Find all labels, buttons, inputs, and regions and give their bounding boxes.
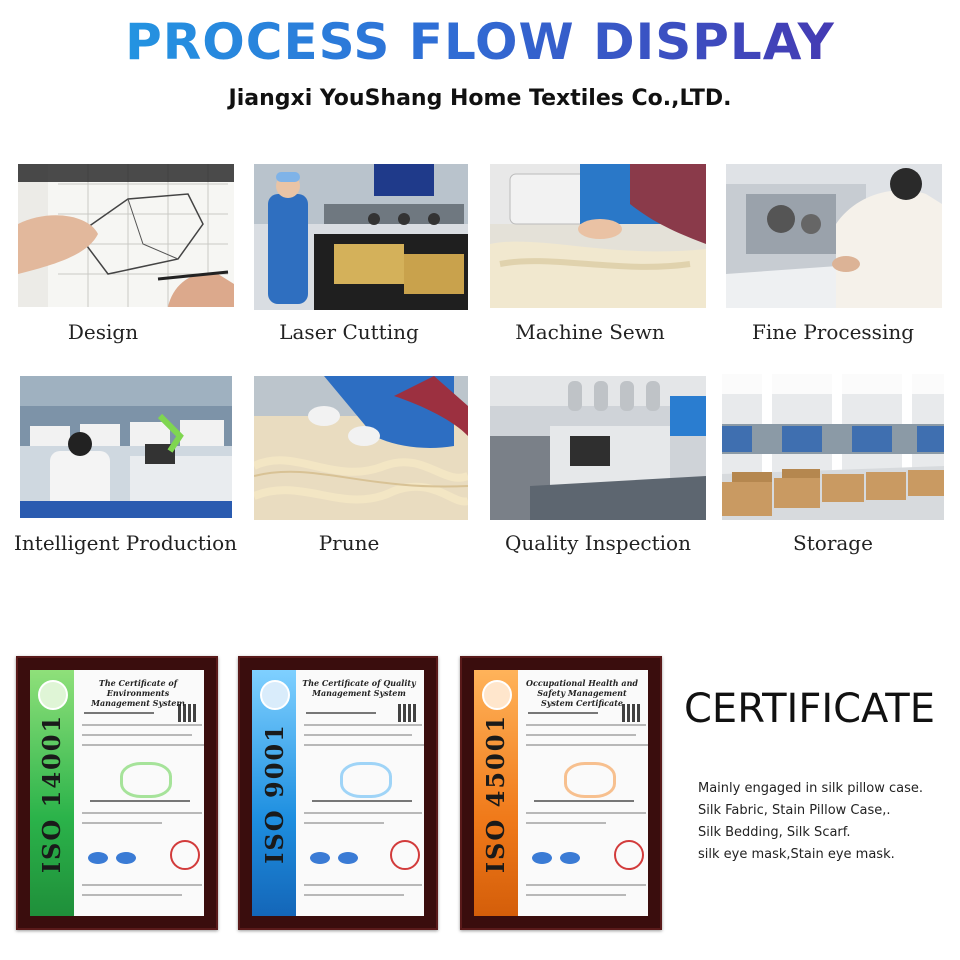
step-caption-machine-sewn: Machine Sewn: [515, 320, 665, 344]
intelligent-production-photo: [20, 376, 232, 518]
certificate-frame-iso45001: ISO 45001 Occupational Health and Safety…: [460, 656, 662, 930]
accreditation-logo-icon: [340, 762, 392, 798]
qr-code-icon: [398, 704, 416, 722]
step-caption-quality-inspection: Quality Inspection: [505, 531, 691, 555]
cnas-logo-icon: [116, 852, 136, 864]
step-caption-storage: Storage: [793, 531, 873, 555]
step-caption-fine-processing: Fine Processing: [751, 320, 915, 344]
prune-photo: [254, 376, 468, 520]
red-stamp-icon: [170, 840, 200, 870]
certificate-emblem-icon: [260, 680, 290, 710]
certificate-accent-strip: [252, 670, 296, 916]
certificate-emblem-icon: [38, 680, 68, 710]
business-scope-text: Mainly engaged in silk pillow case. Silk…: [698, 778, 923, 866]
certificate-accent-strip: [30, 670, 74, 916]
red-stamp-icon: [614, 840, 644, 870]
storage-photo: [722, 374, 944, 520]
certificate-frame-iso14001: ISO 14001 The Certificate of Environment…: [16, 656, 218, 930]
accreditation-logo-icon: [120, 762, 172, 798]
machine-sewn-photo: [490, 164, 706, 308]
certificate-heading: The Certificate of Quality Management Sy…: [302, 678, 416, 698]
business-scope-line: Mainly engaged in silk pillow case.: [698, 781, 924, 796]
design-photo: [18, 164, 234, 307]
step-caption-laser-cutting: Laser Cutting: [279, 320, 419, 344]
certificate-standard-label: ISO 45001: [481, 713, 511, 873]
business-scope-line: Silk Bedding, Silk Scarf.: [698, 825, 851, 840]
step-caption-prune: Prune: [318, 531, 380, 555]
certificate-heading: The Certificate of Environments Manageme…: [91, 678, 185, 708]
fine-processing-photo: [726, 164, 942, 308]
cnas-logo-icon: [338, 852, 358, 864]
page-title: PROCESS FLOW DISPLAY: [0, 10, 960, 74]
business-scope-line: Silk Fabric, Stain Pillow Case,.: [698, 803, 891, 818]
qr-code-icon: [622, 704, 640, 722]
certificate-standard-label: ISO 9001: [259, 722, 289, 864]
certificate-emblem-icon: [482, 680, 512, 710]
certificate-iso45001: ISO 45001 Occupational Health and Safety…: [474, 670, 648, 916]
company-name: Jiangxi YouShang Home Textiles Co.,LTD.: [228, 86, 732, 111]
step-caption-intelligent-production: Intelligent Production: [14, 531, 238, 555]
qr-code-icon: [178, 704, 196, 722]
certificate-section-heading: CERTIFICATE: [684, 686, 936, 732]
certificate-frame-iso9001: ISO 9001 The Certificate of Quality Mana…: [238, 656, 438, 930]
quality-inspection-photo: [490, 376, 706, 520]
certificate-accent-strip: [474, 670, 518, 916]
certificate-standard-label: ISO 14001: [37, 713, 67, 873]
iaf-logo-icon: [310, 852, 330, 864]
iaf-logo-icon: [532, 852, 552, 864]
iaf-logo-icon: [88, 852, 108, 864]
business-scope-line: silk eye mask,Stain eye mask.: [698, 847, 895, 862]
step-caption-design: Design: [67, 320, 139, 344]
laser-cutting-photo: [254, 164, 468, 310]
certificate-heading: Occupational Health and Safety Managemen…: [526, 678, 638, 708]
red-stamp-icon: [390, 840, 420, 870]
accreditation-logo-icon: [564, 762, 616, 798]
certificate-iso14001: ISO 14001 The Certificate of Environment…: [30, 670, 204, 916]
certificate-iso9001: ISO 9001 The Certificate of Quality Mana…: [252, 670, 424, 916]
cnas-logo-icon: [560, 852, 580, 864]
